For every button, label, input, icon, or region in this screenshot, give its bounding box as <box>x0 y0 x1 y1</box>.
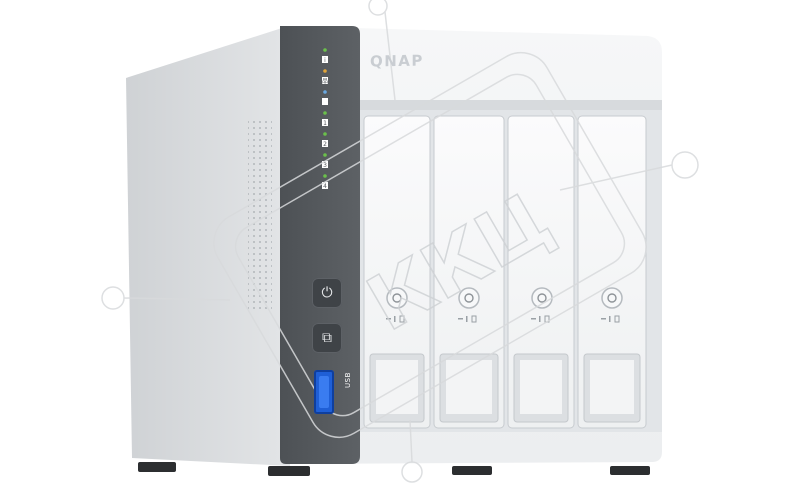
power-icon: ⏻ <box>321 285 333 301</box>
foot <box>452 466 492 475</box>
led-icon-disk-1 <box>322 119 328 126</box>
status-led-column: i 品 1 2 3 4 <box>322 48 328 190</box>
led-label-disk-1: 1 <box>323 120 327 127</box>
copy-icon: ⧉ <box>322 330 332 346</box>
usb-label: USB <box>344 372 352 388</box>
led-usb <box>323 90 327 94</box>
drive-bay-3[interactable] <box>507 115 575 429</box>
led-icon-disk-3 <box>322 161 328 168</box>
foot <box>138 462 176 472</box>
led-disk-4 <box>323 174 327 178</box>
led-label-disk-3: 3 <box>323 162 327 169</box>
led-icon-usb <box>322 98 328 105</box>
foot <box>268 466 310 476</box>
led-label-disk-4: 4 <box>323 183 327 190</box>
led-label-lan: 品 <box>322 78 328 85</box>
led-lan <box>323 69 327 73</box>
power-button[interactable]: ⏻ <box>312 278 342 308</box>
led-label-disk-2: 2 <box>323 141 327 148</box>
led-icon-disk-2 <box>322 140 328 147</box>
led-status <box>323 48 327 52</box>
led-icon-status <box>322 56 328 63</box>
led-icon-lan <box>322 77 328 84</box>
foot <box>610 466 650 475</box>
led-disk-2 <box>323 132 327 136</box>
drive-bay-1[interactable] <box>363 115 431 429</box>
drive-bay-2[interactable] <box>433 115 505 429</box>
one-touch-copy-button[interactable]: ⧉ <box>312 323 342 353</box>
led-disk-3 <box>323 153 327 157</box>
usb-port[interactable] <box>314 370 334 414</box>
brand-logo: QNAP <box>370 51 424 71</box>
led-label-status: i <box>324 57 326 64</box>
drive-bay-4[interactable] <box>577 115 647 429</box>
led-disk-1 <box>323 111 327 115</box>
control-panel <box>280 26 360 464</box>
led-icon-disk-4 <box>322 182 328 189</box>
bay-top-lip <box>360 100 662 110</box>
